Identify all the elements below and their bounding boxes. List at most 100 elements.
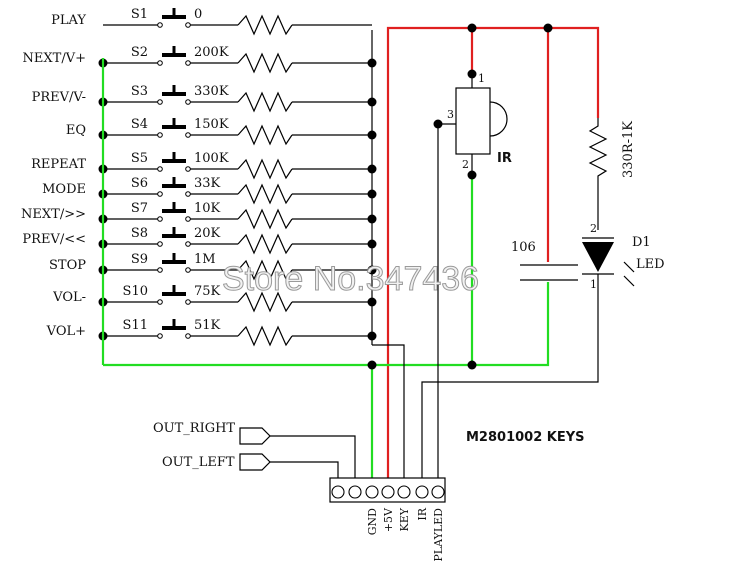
junction-dot: [467, 360, 477, 370]
switch-bar: [162, 53, 186, 57]
switch-contact: [185, 241, 191, 247]
resistor-value: 51K: [194, 318, 221, 333]
resistor-zigzag: [237, 325, 293, 347]
led-resistor: 330R-1K: [588, 118, 636, 230]
key-label: VOL-: [52, 290, 86, 305]
junction-dot: [467, 23, 477, 33]
switch-contact: [185, 267, 191, 273]
junction-dot: [543, 23, 553, 33]
connector-pin: [381, 485, 395, 499]
output-right: OUT_RIGHT: [153, 421, 356, 483]
key-wire: [372, 344, 405, 483]
key-label: VOL+: [46, 324, 86, 339]
led: 2 1 D1 LED: [421, 222, 665, 483]
switch-bar: [162, 209, 186, 213]
switch-contact: [185, 22, 191, 28]
resistor-value: 75K: [194, 284, 221, 299]
switch-ref: S5: [131, 151, 148, 166]
key-label: STOP: [49, 258, 86, 273]
capacitor: 106: [511, 240, 578, 281]
switch-ref: S3: [131, 84, 148, 99]
switch-ref: S10: [123, 284, 148, 299]
connector-pin: [348, 485, 362, 499]
junction-dot: [367, 360, 377, 370]
resistor-value: 20K: [194, 226, 221, 241]
resistor-value: 10K: [194, 201, 221, 216]
ground-wire-main: [103, 282, 550, 367]
switch-ref: S7: [131, 201, 148, 216]
switch-contact: [157, 22, 163, 28]
connector: [329, 477, 446, 503]
switch-bar: [162, 159, 186, 163]
resistor-value: 200K: [194, 45, 229, 60]
switch-bar: [162, 184, 186, 188]
switch-bar: [162, 15, 186, 19]
key-label: NEXT/V+: [23, 51, 86, 66]
switch-contact: [157, 99, 163, 105]
resistor-value: 330K: [194, 84, 229, 99]
switch-ref: S2: [131, 45, 148, 60]
connector-pin-label: +5V: [382, 507, 395, 532]
ir-receiver: 1 3 2 IR: [433, 69, 512, 483]
resistor-zigzag: [237, 208, 293, 230]
switch-bar: [162, 92, 186, 96]
connector-pin-label: IR: [416, 507, 429, 520]
key-label: PLAY: [51, 13, 86, 28]
key-row: PREV/<< S8 20K: [22, 226, 377, 255]
resistor-zigzag: [237, 52, 293, 74]
led-pin-2: 2: [590, 222, 597, 235]
output-left: OUT_LEFT: [162, 453, 339, 483]
key-label: NEXT/>>: [21, 207, 86, 222]
out-left-label: OUT_LEFT: [162, 455, 235, 470]
switch-contact: [157, 241, 163, 247]
switch-contact: [185, 333, 191, 339]
led-ref: D1: [632, 235, 651, 250]
led-label: LED: [636, 257, 665, 272]
key-label: EQ: [66, 123, 86, 138]
resistor-value: 100K: [194, 151, 229, 166]
resistor-value: 150K: [194, 117, 229, 132]
switch-ref: S8: [131, 226, 148, 241]
key-label: PREV/<<: [22, 232, 86, 247]
ir-label: IR: [497, 151, 512, 166]
resistor-zigzag: [237, 233, 293, 255]
switch-bar: [162, 125, 186, 129]
switch-bar: [162, 260, 186, 264]
connector-pin: [415, 485, 429, 499]
key-row: NEXT/>> S7 10K: [21, 201, 377, 230]
resistor-zigzag: [237, 14, 293, 36]
key-row: NEXT/V+ S2 200K: [23, 45, 377, 74]
switch-contact: [185, 99, 191, 105]
ir-pin-2: 2: [462, 158, 469, 171]
board-title: M2801002 KEYS: [466, 430, 585, 445]
resistor-zigzag: [237, 259, 293, 281]
switch-contact: [185, 132, 191, 138]
switch-contact: [185, 216, 191, 222]
resistor-value: 0: [194, 7, 202, 22]
resistor-value: 1M: [194, 252, 216, 267]
switch-contact: [185, 60, 191, 66]
resistor-zigzag: [237, 183, 293, 205]
switch-ref: S9: [131, 252, 148, 267]
key-label: REPEAT: [31, 157, 86, 172]
key-row: REPEAT S5 100K: [31, 151, 377, 180]
switch-contact: [185, 191, 191, 197]
resistor-value: 33K: [194, 176, 221, 191]
connector-pin: [431, 485, 445, 499]
switch-contact: [157, 166, 163, 172]
key-label: MODE: [42, 182, 86, 197]
resistor-zigzag: [237, 158, 293, 180]
switch-contact: [157, 267, 163, 273]
led-pin-1: 1: [590, 278, 597, 291]
switch-bar: [162, 234, 186, 238]
switch-contact: [157, 191, 163, 197]
resistor-label: 330R-1K: [621, 121, 636, 178]
switch-contact: [185, 166, 191, 172]
connector-pin: [365, 485, 379, 499]
switch-contact: [157, 132, 163, 138]
